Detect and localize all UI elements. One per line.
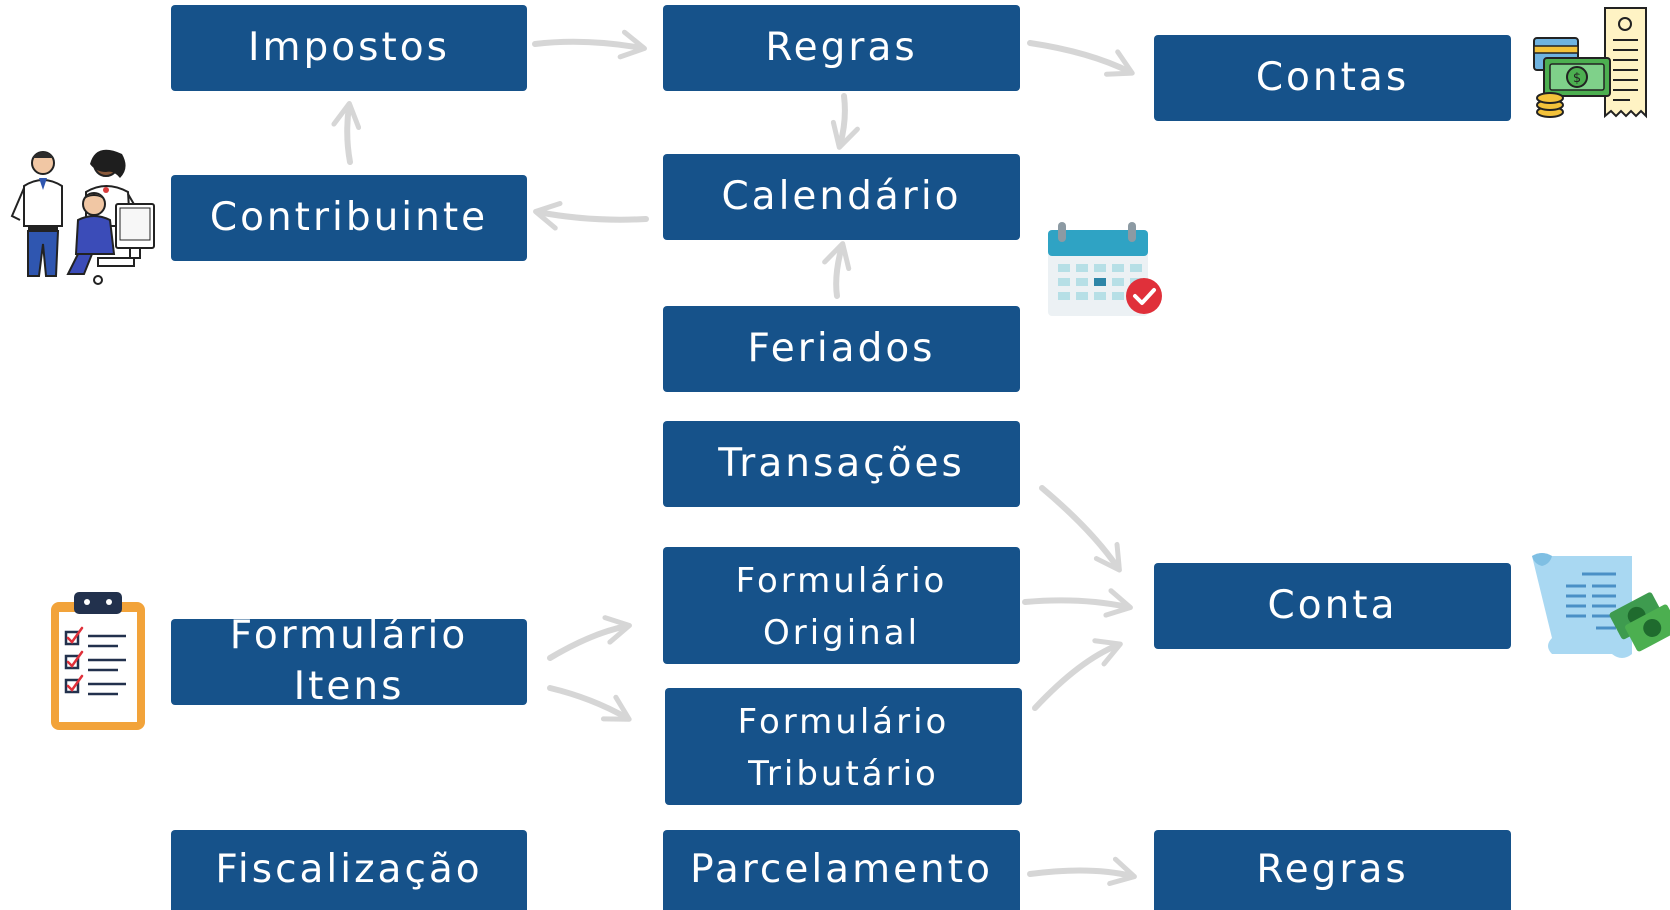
node-label-line2: Original xyxy=(762,612,921,653)
arrow-regras-calendario xyxy=(830,93,860,150)
node-label: Fiscalização xyxy=(215,846,483,892)
node-formulario-itens: Formulário Itens xyxy=(171,613,527,709)
node-calendario: Calendário xyxy=(663,154,1020,240)
node-label-line1: Formulário xyxy=(735,560,948,601)
node-label: Parcelamento xyxy=(690,846,993,892)
arrow-formtributario-conta xyxy=(1032,638,1123,711)
arrow-calendario-contribuinte xyxy=(533,200,649,231)
node-label: Formulário Itens xyxy=(229,613,469,709)
node-contribuinte: Contribuinte xyxy=(171,175,527,261)
node-transacoes: Transações xyxy=(663,421,1020,507)
arrow-itens-formtributario xyxy=(547,685,632,722)
node-label: Calendário xyxy=(721,173,962,219)
node-regras-bottom: Regras xyxy=(1154,830,1511,910)
node-impostos: Impostos xyxy=(171,5,527,91)
calendar-check-icon xyxy=(1048,222,1162,316)
arrow-transacoes-conta xyxy=(1039,485,1122,573)
node-label: Contribuinte xyxy=(209,194,489,240)
node-label-line2: Tributário xyxy=(748,753,939,794)
arrow-contribuinte-impostos xyxy=(331,101,362,165)
node-regras-top: Regras xyxy=(663,5,1020,91)
node-label: Impostos xyxy=(248,24,450,70)
node-label: Feriados xyxy=(747,325,936,371)
node-label-line1: Formulário xyxy=(737,701,950,742)
clipboard-checklist-icon xyxy=(51,592,145,730)
svg-text:$: $ xyxy=(1573,71,1581,86)
arrow-feriados-calendario xyxy=(822,241,852,299)
arrow-formoriginal-conta xyxy=(1022,588,1133,618)
arrow-regras-contas xyxy=(1027,40,1135,77)
node-label: Regras xyxy=(1256,846,1409,892)
arrow-parcelamento-regras xyxy=(1027,856,1137,887)
node-formulario-original: Formulário Original xyxy=(663,547,1020,664)
node-label: Conta xyxy=(1267,582,1398,628)
node-label: Regras xyxy=(765,24,918,70)
arrow-itens-formoriginal xyxy=(547,615,632,661)
arrow-impostos-regras xyxy=(532,29,647,60)
node-label: Transações xyxy=(718,440,965,486)
people-at-computer-icon xyxy=(10,149,155,285)
money-bills-icon: $ xyxy=(1533,7,1647,119)
node-formulario-tributario: Formulário Tributário xyxy=(665,688,1022,805)
node-fiscalizacao: Fiscalização xyxy=(171,830,527,910)
node-conta: Conta xyxy=(1154,563,1511,649)
receipt-money-icon xyxy=(1532,553,1670,658)
node-label: Contas xyxy=(1255,54,1410,100)
node-parcelamento: Parcelamento xyxy=(663,830,1020,910)
node-feriados: Feriados xyxy=(663,306,1020,392)
node-contas: Contas xyxy=(1154,35,1511,121)
